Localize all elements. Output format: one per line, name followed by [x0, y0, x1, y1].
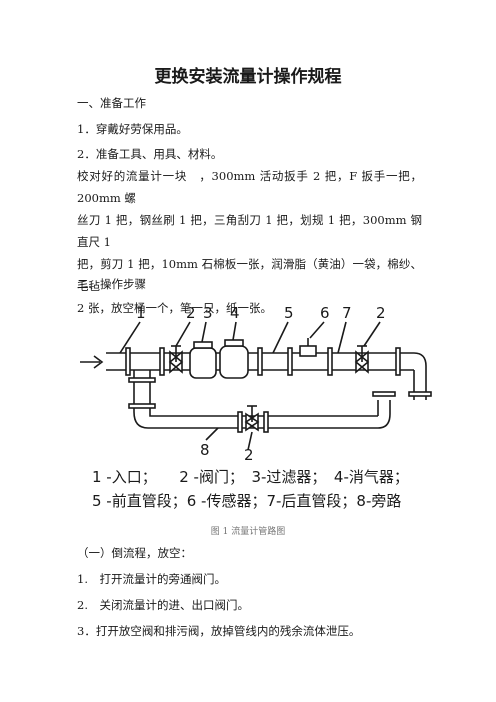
- diagram-number: 5: [284, 304, 294, 322]
- section-heading-steps: 二、操作步骤: [77, 277, 146, 291]
- diagram-number: 4: [230, 304, 240, 322]
- materials-line: 丝刀 1 把，钢丝刷 1 把，三角刮刀 1 把，划规 1 把，300mm 钢直尺…: [77, 213, 422, 249]
- flowmeter-piping-diagram: 1 2 3 4 5 6 7 2 8 2 1 -入口； 2 -阀门； 3-过滤器；…: [80, 304, 432, 510]
- figure-caption: 图 1 流量计管路图: [210, 527, 286, 537]
- diagram-number: 6: [320, 304, 330, 322]
- diagram-number: 1: [136, 304, 146, 322]
- page-title: 更换安装流量计操作规程: [154, 67, 342, 87]
- list-item: 3．打开放空阀和排污阀，放掉管线内的残余流体泄压。: [77, 624, 361, 638]
- materials-line: 2 张，放空桶一个，笔一只，纸一张。: [77, 301, 272, 315]
- diagram-number: 2: [244, 446, 254, 464]
- section-heading-preparation: 一、准备工作: [77, 96, 146, 110]
- diagram-number: 7: [342, 304, 352, 322]
- subsection-heading: （一）倒流程，放空：: [77, 546, 192, 560]
- materials-line: 把，剪刀 1 把，10mm 石棉板一张，润滑脂（黄油）一袋，棉纱、毛毡: [77, 257, 422, 293]
- diagram-number: 8: [200, 441, 210, 459]
- list-item: 1．穿戴好劳保用品。: [77, 122, 188, 136]
- diagram-legend-line: 1 -入口； 2 -阀门； 3-过滤器； 4-消气器；: [92, 468, 409, 486]
- diagram-number: 3: [203, 304, 213, 322]
- diagram-number: 2: [376, 304, 386, 322]
- diagram-legend-line: 5 -前直管段；6 -传感器；7-后直管段；8-旁路: [92, 492, 401, 510]
- list-item: 2. 关闭流量计的进、出口阀门。: [77, 598, 249, 612]
- materials-line: 校对好的流量计一块 ，300mm 活动扳手 2 把，F 扳手一把，200mm 螺: [77, 169, 422, 205]
- diagram-number: 2: [186, 304, 196, 322]
- materials-paragraph: 校对好的流量计一块 ，300mm 活动扳手 2 把，F 扳手一把，200mm 螺…: [77, 165, 422, 319]
- list-item: 1. 打开流量计的旁通阀门。: [77, 572, 226, 586]
- inlet-arrow-icon: [80, 355, 104, 369]
- list-item: 2．准备工具、用具、材料。: [77, 147, 223, 161]
